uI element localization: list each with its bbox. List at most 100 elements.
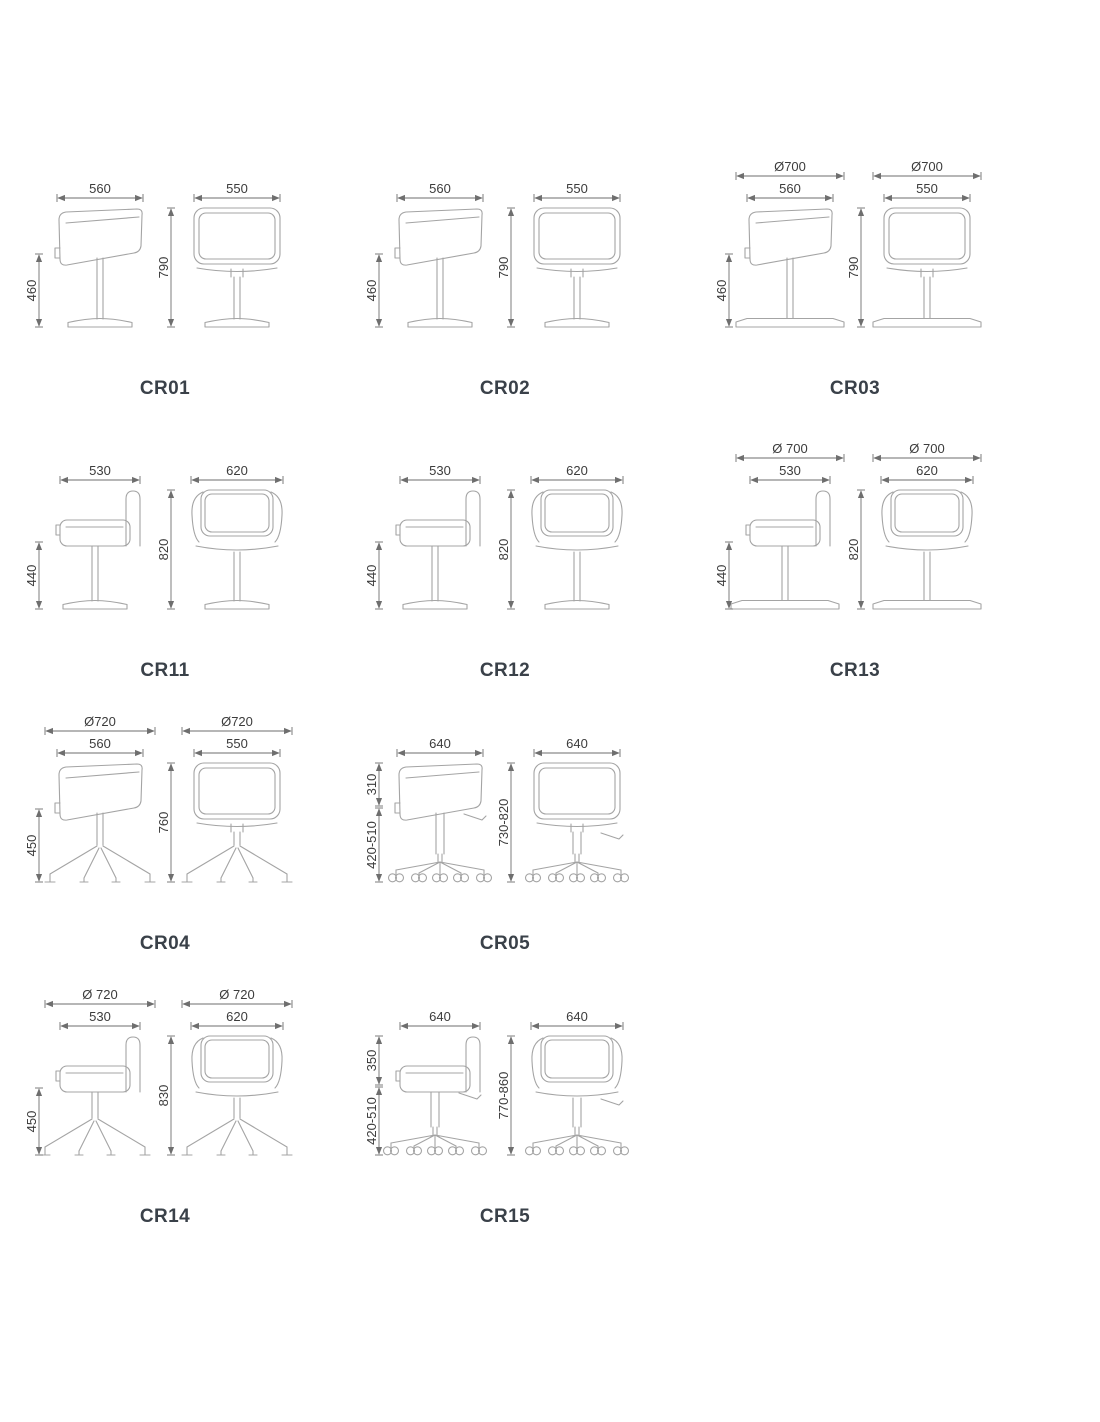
seat-front-tab	[54, 802, 61, 814]
column	[91, 1091, 99, 1119]
column	[781, 545, 789, 601]
castor-wheel	[612, 873, 623, 883]
front-view-drawing	[181, 1035, 293, 1156]
base-plate	[544, 599, 610, 610]
dim-front-height: 820	[156, 539, 171, 561]
seat-front-tab	[395, 524, 401, 536]
star-foot	[186, 873, 288, 883]
column	[96, 257, 104, 320]
castor-wheel	[568, 873, 579, 883]
right-armrest-outline	[270, 491, 283, 543]
seat-edge	[886, 267, 968, 273]
dim-side-diameter: Ø720	[84, 714, 116, 729]
dim-front-diameter: Ø 700	[909, 441, 944, 456]
backrest-inner-line	[204, 493, 270, 533]
star-leg	[49, 845, 151, 875]
backrest-inner-line	[894, 493, 960, 533]
dim-side-diameter: Ø 720	[82, 987, 117, 1002]
seat-edge	[195, 1091, 279, 1097]
backrest-outline	[200, 1035, 274, 1083]
seat-side-outline	[399, 1065, 471, 1093]
dim-front-height: 730-820	[496, 799, 511, 847]
column	[431, 545, 439, 602]
star-foot	[49, 873, 151, 883]
backrest-outline	[533, 762, 621, 820]
star-foot	[216, 1150, 258, 1156]
backrest-outline	[533, 207, 621, 265]
castor-wheel	[452, 873, 463, 883]
base-plate	[735, 317, 845, 328]
castor-wheel	[531, 1146, 542, 1156]
star-leg	[220, 1120, 254, 1152]
castor-wheel	[477, 1146, 488, 1156]
seat-side-outline	[398, 208, 483, 266]
front-view-drawing	[872, 207, 982, 328]
seat-front-tab	[744, 247, 751, 259]
column	[786, 257, 794, 319]
front-view-drawing	[872, 489, 982, 610]
castor-wheel	[426, 1146, 437, 1156]
side-view-drawing	[395, 490, 481, 610]
column	[233, 1097, 241, 1119]
dim-front-width: 620	[226, 1009, 248, 1024]
dim-front-height: 790	[846, 257, 861, 279]
base-plate	[62, 599, 128, 610]
gas-lift-outer	[572, 831, 582, 855]
star-leg	[44, 1118, 146, 1148]
base-plate	[872, 599, 982, 610]
gas-lift-outer	[572, 1097, 582, 1128]
castor-wheel	[612, 1146, 623, 1156]
star-leg	[186, 1118, 288, 1148]
star-leg	[395, 861, 485, 875]
backrest-inner-line	[538, 767, 616, 815]
seat-edge	[885, 545, 969, 551]
left-armrest-outline	[531, 1037, 544, 1089]
side-view-drawing	[39, 1036, 151, 1156]
dim-front-width: 620	[226, 463, 248, 478]
backrest-inner-line	[204, 1039, 270, 1079]
model-code-cr01: CR01	[139, 378, 191, 399]
seat-side-outline	[58, 763, 143, 821]
base-plate	[204, 317, 270, 328]
base-plate	[872, 317, 982, 328]
backrest-inner-line	[198, 212, 276, 260]
dim-side-width: 530	[779, 463, 801, 478]
dim-front-height: 820	[846, 539, 861, 561]
left-armrest-outline	[191, 1037, 204, 1089]
gas-lift-inner	[437, 853, 443, 863]
adjustment-lever	[463, 813, 487, 821]
adjustment-lever	[458, 1092, 482, 1100]
backrest-inner-line	[888, 212, 966, 260]
seat-side-outline	[748, 208, 833, 266]
star-foot	[186, 1146, 288, 1156]
model-code-cr12: CR12	[479, 660, 531, 681]
dim-side-width: 560	[779, 181, 801, 196]
backrest-outline	[890, 489, 964, 537]
column	[233, 551, 241, 602]
castor-wheel	[568, 1146, 579, 1156]
star-foot	[79, 877, 121, 883]
side-view-drawing	[382, 1036, 488, 1156]
dim-front-height: 770-860	[496, 1072, 511, 1120]
dim-front-width: 550	[916, 181, 938, 196]
dim-front-width: 550	[566, 181, 588, 196]
seat-edge	[195, 545, 279, 551]
armrest-outline	[125, 490, 141, 547]
column	[91, 545, 99, 602]
castor-wheel	[547, 873, 558, 883]
dim-front-width: 550	[226, 181, 248, 196]
side-view-drawing	[44, 763, 156, 883]
star-foot	[44, 1146, 146, 1156]
dim-side-seat-height: 440	[24, 565, 39, 587]
side-view-drawing	[387, 763, 493, 883]
